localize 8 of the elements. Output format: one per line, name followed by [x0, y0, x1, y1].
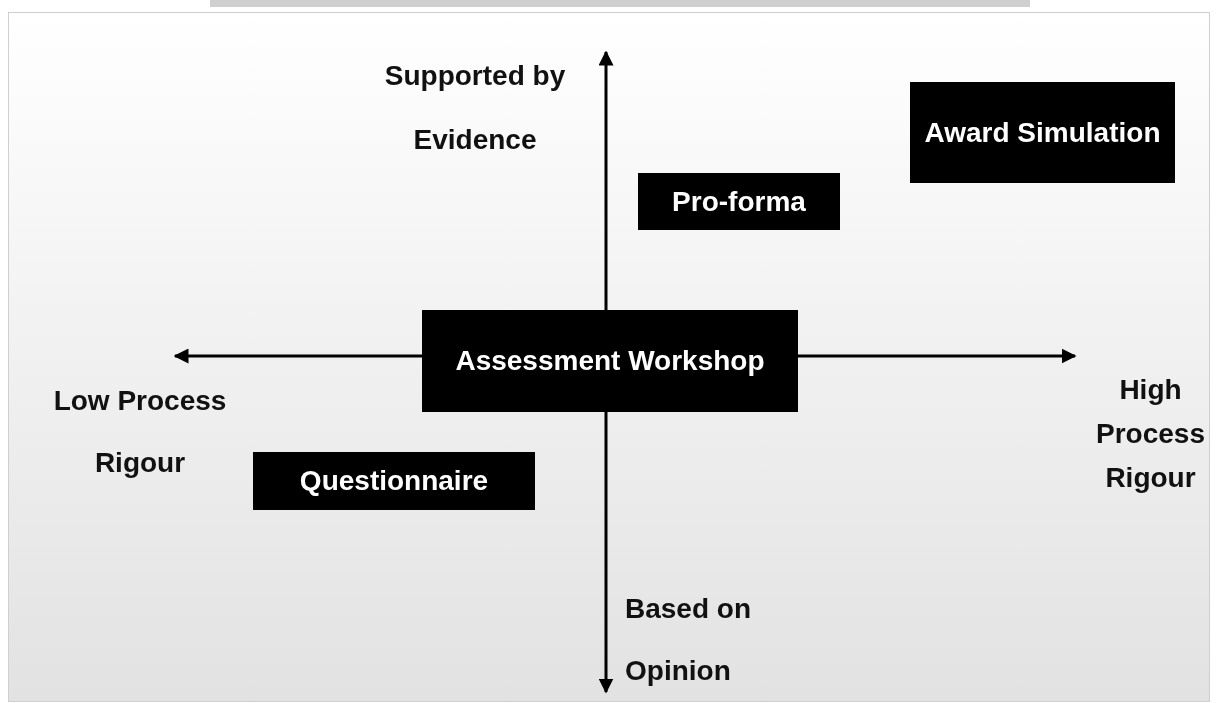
axis-label: Low Process Rigour — [52, 384, 228, 480]
method-box: Questionnaire — [253, 452, 535, 510]
axis-label: Supported by Evidence — [383, 59, 567, 157]
axis-label: High Process Rigour — [1095, 373, 1206, 495]
method-box: Assessment Workshop — [422, 310, 798, 412]
method-box: Pro-forma — [638, 173, 840, 230]
method-box: Award Simulation — [910, 82, 1175, 183]
axis-label: Based on Opinion — [625, 592, 753, 688]
